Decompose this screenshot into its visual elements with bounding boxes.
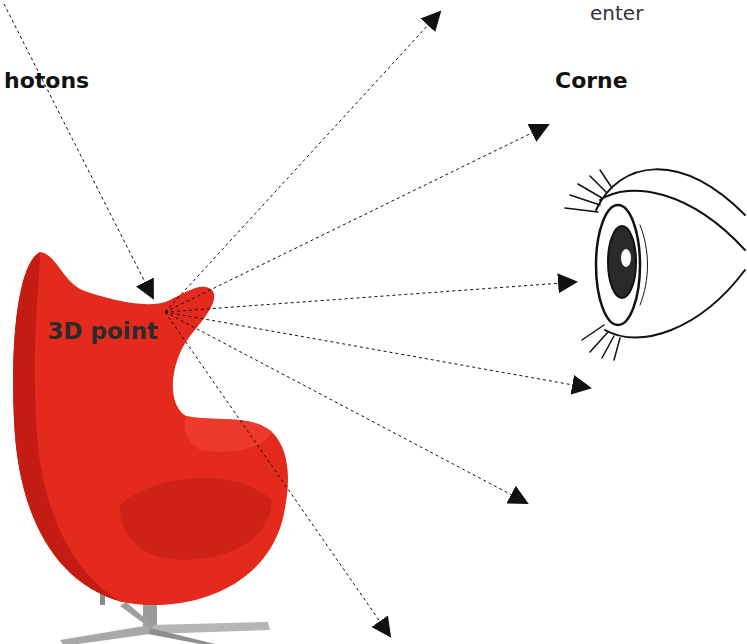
photons-label: hotons — [2, 68, 91, 93]
eyeball-front — [596, 205, 640, 325]
ray — [165, 125, 548, 312]
ray — [165, 312, 590, 388]
upper-lashes — [565, 170, 612, 212]
entering-label: enter — [588, 2, 645, 25]
lower-lashes — [582, 325, 620, 360]
incoming-ray — [4, 4, 153, 298]
eye-drawing — [565, 169, 745, 360]
point-label: 3D point — [45, 318, 160, 344]
lid-crease — [640, 225, 648, 305]
iris — [608, 226, 636, 298]
ray — [165, 12, 440, 312]
ray — [165, 282, 576, 312]
light-rays — [4, 4, 590, 636]
cornea-label: Corne — [553, 68, 630, 93]
chair-cushion — [120, 478, 272, 560]
chair-shade — [13, 252, 122, 602]
ray — [165, 312, 527, 503]
highlight — [621, 249, 631, 267]
chair-shell — [13, 252, 288, 605]
ray — [165, 312, 390, 636]
